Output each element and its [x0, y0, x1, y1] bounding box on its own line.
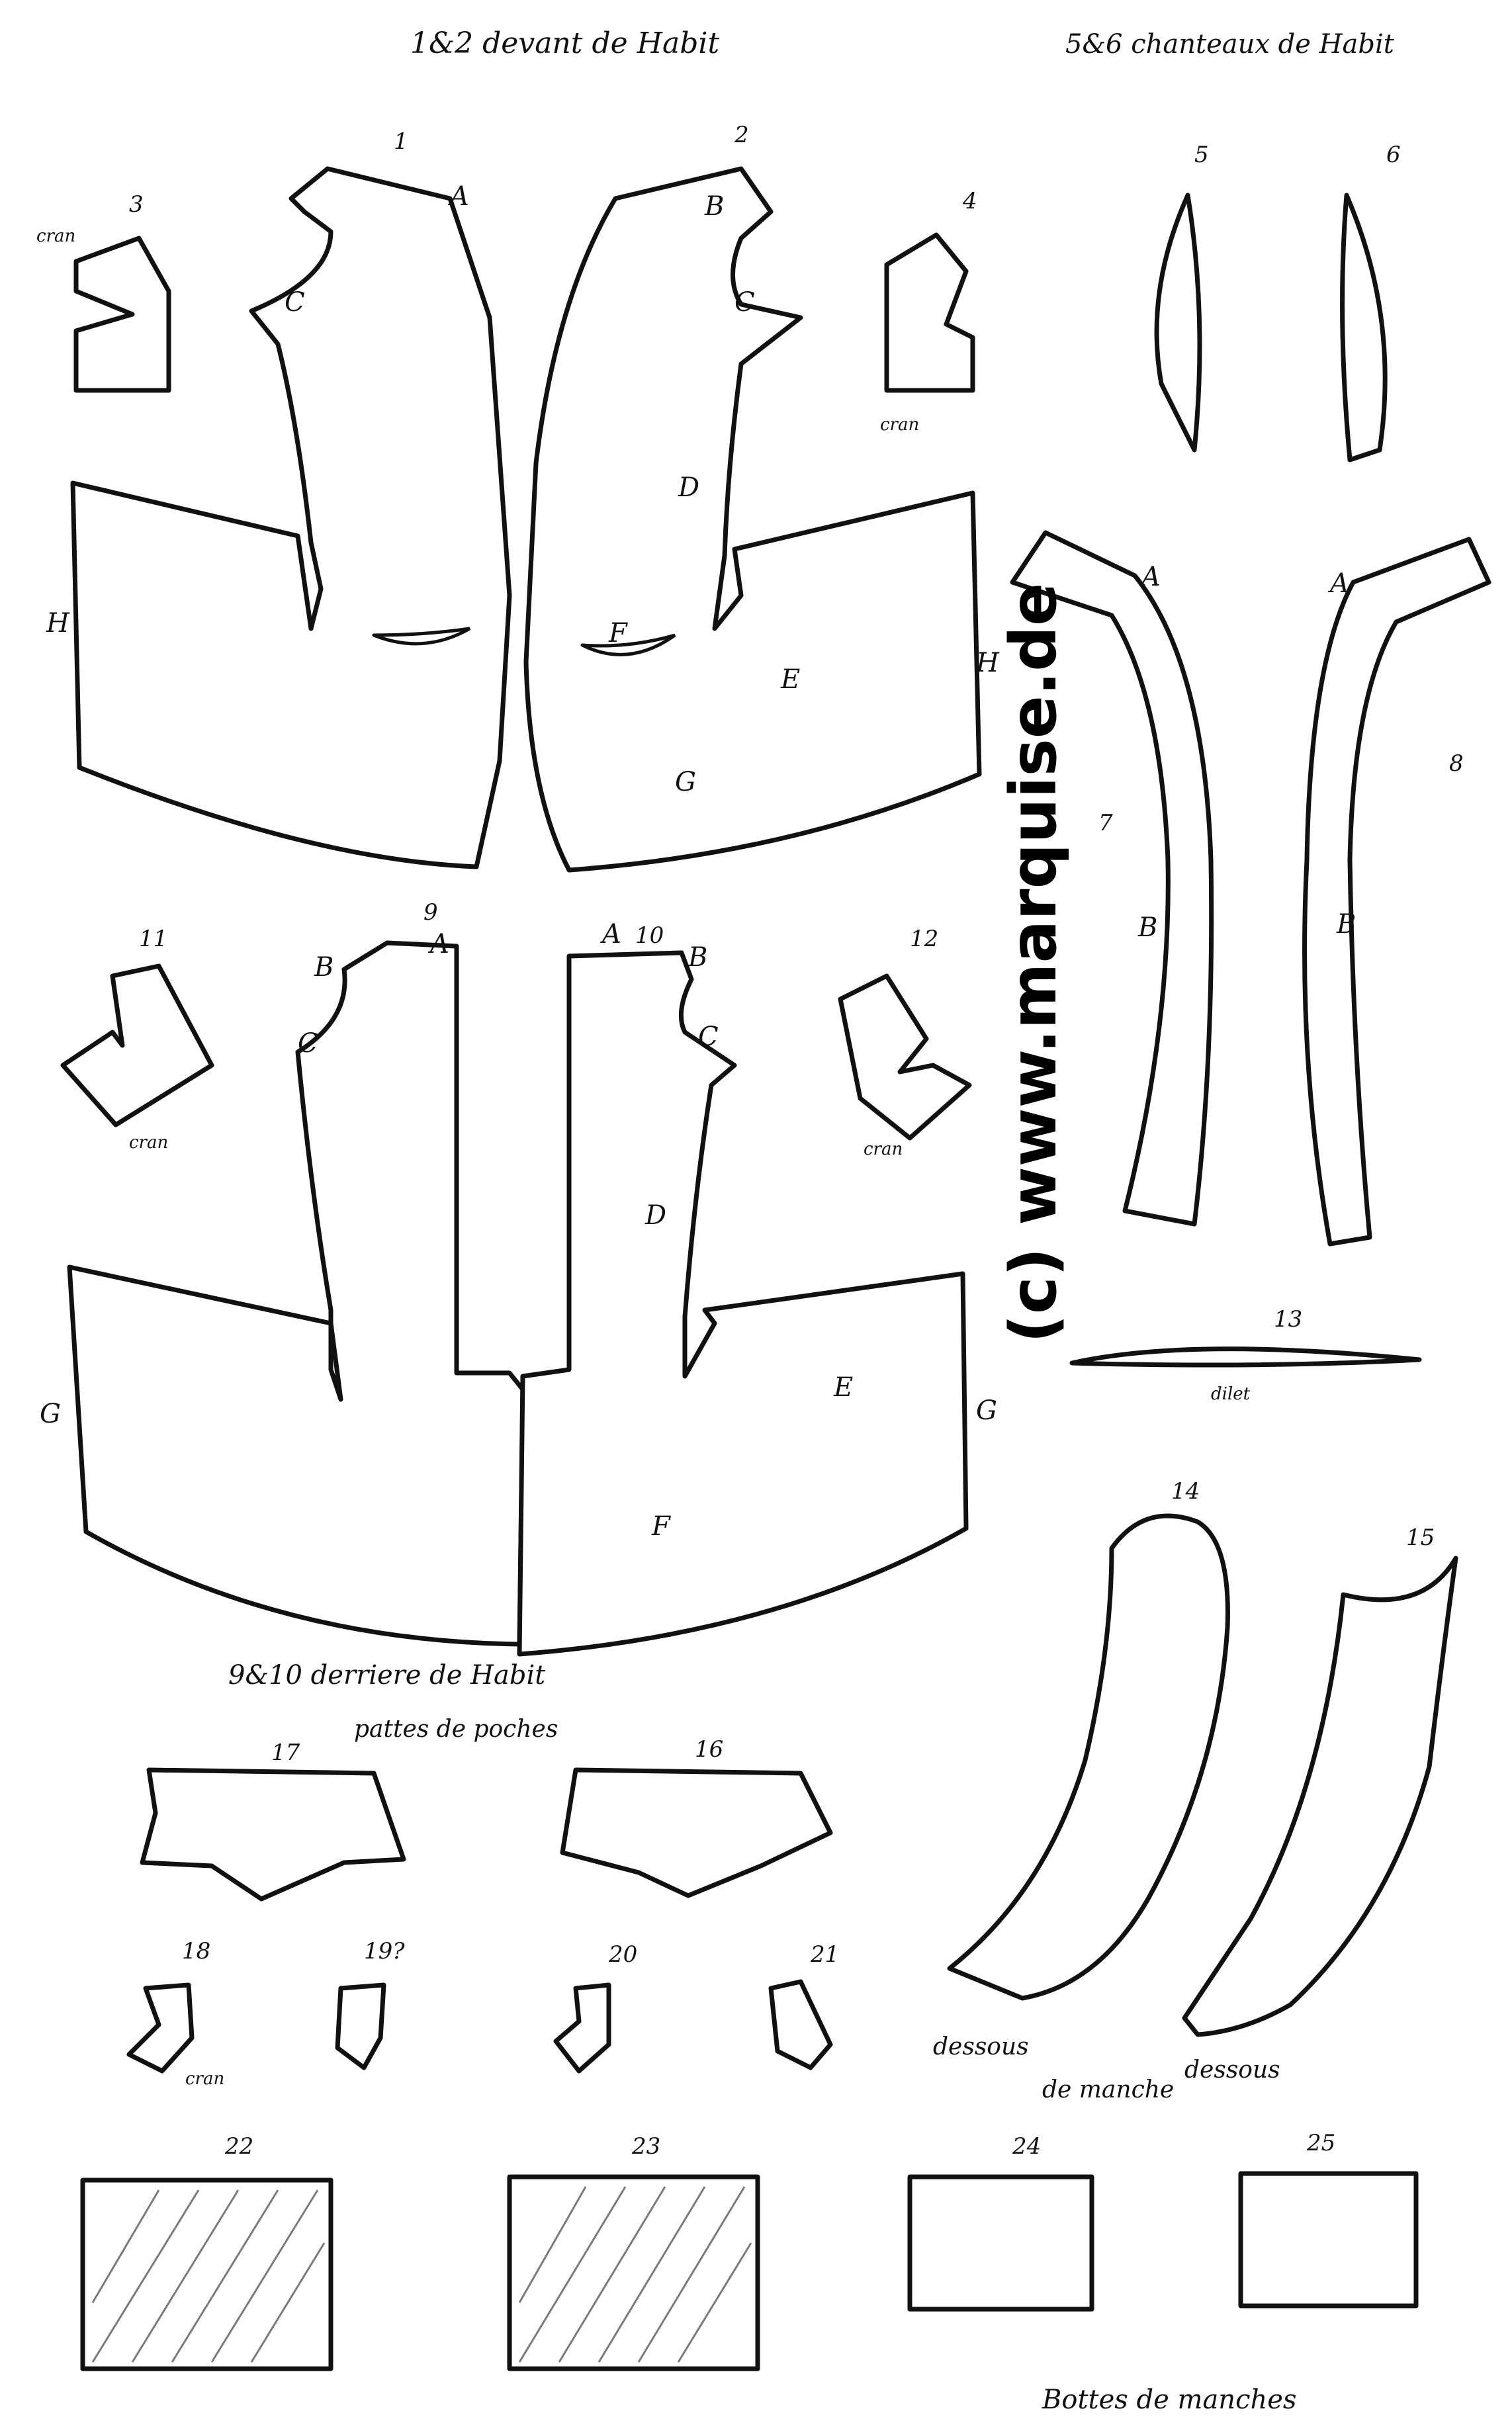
num-14: 14: [1171, 1478, 1200, 1505]
heading-front: 1&2 devant de Habit: [410, 26, 719, 60]
piece-17-pocket-flap: [140, 1767, 406, 1902]
note-cran-11: cran: [129, 1133, 168, 1153]
letter-g-9: G: [40, 1399, 61, 1429]
num-18: 18: [182, 1938, 210, 1964]
num-23: 23: [631, 2133, 660, 2160]
num-10: 10: [635, 922, 664, 949]
hatching-23: [518, 2186, 752, 2363]
num-20: 20: [608, 1941, 637, 1968]
piece-1-front-left: [70, 166, 512, 869]
heading-collar: 5&6 chanteaux de Habit: [1065, 29, 1395, 60]
piece-7-facing: [1010, 530, 1214, 1227]
num-6: 6: [1386, 142, 1401, 168]
num-9: 9: [423, 899, 438, 926]
piece-20: [553, 1982, 611, 2074]
num-1: 1: [394, 128, 408, 155]
piece-22: [80, 2178, 334, 2371]
piece-24: [907, 2174, 1094, 2312]
num-22: 22: [224, 2133, 253, 2160]
letter-a-7: A: [1139, 562, 1161, 592]
note-cran-4: cran: [880, 415, 919, 435]
letter-a-1: A: [447, 181, 469, 212]
piece-10-back-right: [517, 950, 969, 1657]
num-19: 19?: [364, 1938, 405, 1964]
letter-b-8: B: [1336, 909, 1356, 940]
caption-sleeve-under-left: dessous: [933, 2033, 1029, 2060]
num-3: 3: [129, 191, 144, 218]
piece-6-collar: [1340, 193, 1388, 462]
caption-sleeve-under-right: dessous: [1184, 2056, 1280, 2084]
piece-11: [60, 963, 214, 1127]
watermark: (c) www.marquise.de: [997, 583, 1071, 1343]
hatching-22: [91, 2189, 326, 2363]
caption-sleeve-bottoms: Bottes de manches: [1042, 2385, 1296, 2415]
letter-c-2: C: [734, 287, 755, 318]
piece-3: [73, 236, 171, 393]
piece-15-sleeve: [1182, 1556, 1458, 2037]
num-5: 5: [1194, 142, 1209, 168]
letter-e-10: E: [833, 1372, 853, 1403]
num-21: 21: [810, 1941, 839, 1968]
letter-c-9: C: [298, 1028, 318, 1059]
note-cran-18: cran: [185, 2069, 224, 2089]
piece-16-pocket-flap: [560, 1767, 833, 1898]
letter-h-1: H: [46, 608, 70, 638]
note-cran-3: cran: [36, 226, 75, 246]
letter-c-10: C: [698, 1022, 719, 1052]
piece-12: [838, 973, 972, 1141]
num-25: 25: [1306, 2130, 1335, 2156]
letter-d-10: D: [645, 1200, 666, 1231]
piece-21: [768, 1979, 833, 2070]
piece-9-back-left: [67, 940, 525, 1647]
num-24: 24: [1012, 2133, 1041, 2160]
letter-f-10: F: [651, 1511, 671, 1542]
letter-a-10: A: [600, 919, 621, 949]
num-2: 2: [734, 122, 749, 148]
letter-c-1: C: [285, 287, 305, 318]
num-13: 13: [1274, 1306, 1302, 1333]
num-8: 8: [1449, 750, 1464, 777]
letter-b-10: B: [688, 942, 707, 973]
heading-back: 9&10 derriere de Habit: [228, 1660, 546, 1691]
note-dilet-13: dilet: [1211, 1384, 1251, 1404]
piece-25: [1238, 2171, 1419, 2309]
letter-b-7: B: [1137, 912, 1157, 943]
letter-a-9: A: [427, 929, 449, 959]
letter-e-2: E: [780, 664, 800, 695]
note-cran-12: cran: [864, 1139, 903, 1159]
heading-pocket-flaps: pattes de poches: [354, 1716, 558, 1743]
num-11: 11: [139, 926, 167, 952]
pocket-slit-left: [372, 627, 471, 646]
num-4: 4: [962, 188, 977, 214]
letter-d-2: D: [678, 472, 699, 503]
letter-a-8: A: [1327, 568, 1349, 599]
letter-b-2: B: [704, 191, 724, 222]
piece-4: [884, 232, 975, 393]
num-17: 17: [271, 1739, 300, 1766]
piece-19: [335, 1982, 386, 2070]
piece-2-front-right: [523, 166, 982, 873]
num-12: 12: [910, 926, 938, 952]
letter-g-2: G: [675, 767, 696, 797]
piece-13: [1069, 1346, 1422, 1368]
letter-h-2: H: [975, 648, 1000, 678]
piece-8-facing: [1302, 537, 1491, 1247]
letter-b-9: B: [314, 952, 334, 983]
letter-g-10: G: [976, 1395, 997, 1426]
piece-18: [126, 1982, 195, 2074]
num-7: 7: [1098, 810, 1113, 836]
pocket-slit-right: [580, 633, 676, 656]
piece-23: [507, 2174, 760, 2371]
num-16: 16: [695, 1736, 723, 1763]
letter-f-2: F: [608, 618, 628, 648]
caption-sleeve: de manche: [1042, 2076, 1174, 2103]
piece-5-collar: [1154, 193, 1202, 453]
piece-14-sleeve: [947, 1513, 1230, 2001]
num-15: 15: [1406, 1524, 1435, 1551]
